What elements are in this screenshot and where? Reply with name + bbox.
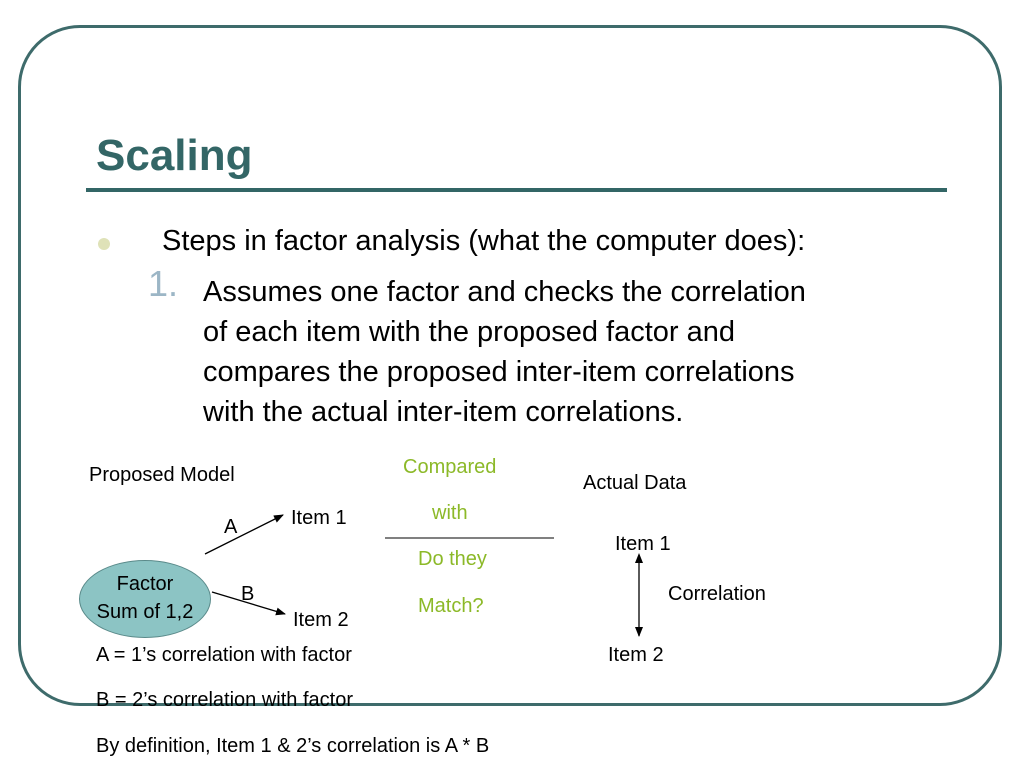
factor-node-label: Factor Sum of 1,2 [79, 570, 211, 626]
step-line: with the actual inter-item correlations. [203, 396, 684, 428]
note-b: B = 2’s correlation with factor [96, 689, 353, 711]
arrow-a [204, 514, 284, 555]
note-definition: By definition, Item 1 & 2’s correlation … [96, 735, 490, 757]
compare-line: Compared [403, 456, 497, 478]
title-divider [86, 188, 947, 192]
arrow-b [211, 591, 286, 616]
compare-line: Do they [418, 548, 487, 570]
step-paragraph: Assumes one factor and checks the correl… [203, 272, 963, 432]
step-line: of each item with the proposed factor an… [203, 316, 735, 348]
step-number: 1. [148, 263, 179, 304]
proposed-item-2: Item 2 [293, 609, 349, 631]
path-b-label: B [241, 583, 255, 605]
compare-line: with [432, 502, 468, 524]
slide-frame [18, 25, 1002, 706]
actual-item-1: Item 1 [615, 533, 671, 555]
slide-title: Scaling [96, 131, 253, 180]
proposed-model-label: Proposed Model [89, 464, 235, 486]
compare-line: Match? [418, 595, 484, 617]
factor-line: Sum of 1,2 [96, 601, 194, 623]
proposed-item-1: Item 1 [291, 507, 347, 529]
actual-data-label: Actual Data [583, 472, 687, 494]
factor-node [79, 560, 211, 638]
correlation-label: Correlation [668, 583, 766, 605]
factor-line: Factor [116, 573, 174, 595]
actual-item-2: Item 2 [608, 644, 664, 666]
path-a-label: A [224, 516, 238, 538]
step-line: compares the proposed inter-item correla… [203, 356, 795, 388]
bullet-text: Steps in factor analysis (what the compu… [162, 225, 806, 257]
step-line: Assumes one factor and checks the correl… [203, 276, 806, 308]
bullet-dot-icon [98, 238, 110, 250]
note-a: A = 1’s correlation with factor [96, 644, 352, 666]
